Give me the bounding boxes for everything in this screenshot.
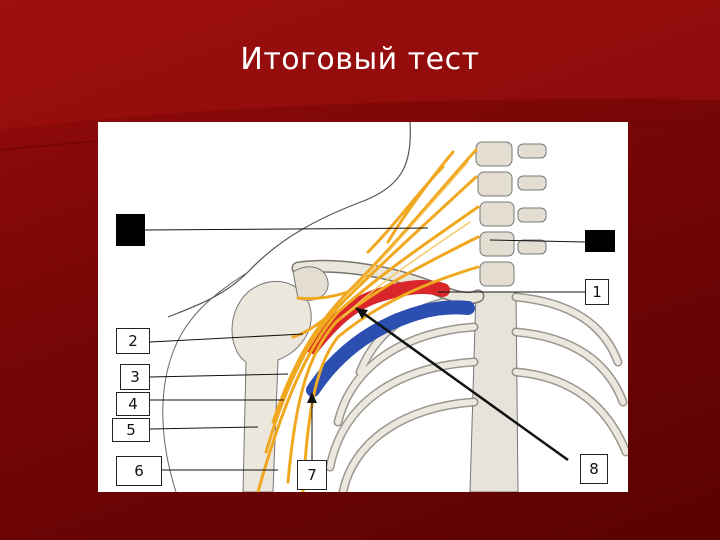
- anatomy-illustration: [144, 122, 628, 492]
- slide-title: Итоговый тест: [240, 42, 480, 77]
- label-7: 7: [297, 460, 327, 490]
- label-6: 6: [116, 456, 162, 486]
- label-8: 8: [580, 454, 608, 484]
- label-5: 5: [112, 418, 150, 442]
- anatomy-figure: 1 2 3 4 5 6 7 8: [98, 122, 628, 492]
- label-4: 4: [116, 392, 150, 416]
- label-2: 2: [116, 328, 150, 354]
- masked-label-box-right: [585, 230, 615, 252]
- label-1: 1: [585, 279, 609, 305]
- masked-label-box-left: [116, 214, 145, 246]
- label-3: 3: [120, 364, 150, 390]
